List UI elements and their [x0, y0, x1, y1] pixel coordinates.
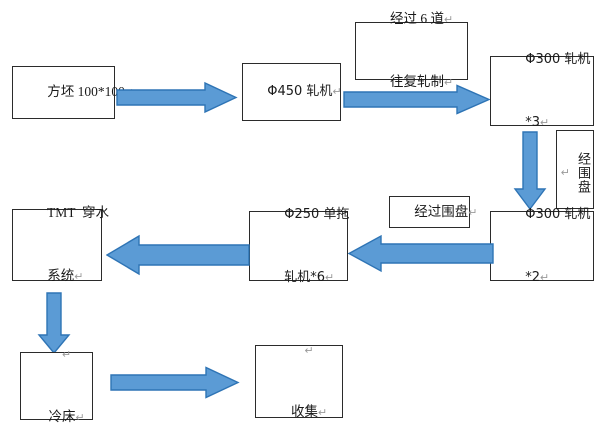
loop-note-box[interactable]: 经过围盘↵: [389, 196, 477, 228]
arrow-mill300x2-to-mill250: [348, 233, 494, 274]
loop-vertical-note-box[interactable]: 经围盘 ↵: [556, 130, 594, 209]
cooling-bed-blank-line: ↵: [25, 323, 88, 386]
mill-300-x3-line-1: Φ300 轧机: [525, 51, 591, 67]
paragraph-mark: ↵: [75, 411, 85, 424]
cooling-bed-box[interactable]: ↵ 冷床↵: [20, 349, 93, 424]
arrow-tmt-to-cooling-bed: [37, 292, 71, 355]
mill-300-x2-line-1: Φ300 轧机: [525, 206, 591, 222]
mill-300-x2-box[interactable]: Φ300 轧机 *2↵: [490, 207, 594, 285]
mill-300-x2-line-2: *2↵: [525, 269, 550, 285]
paragraph-mark: ↵: [540, 116, 550, 129]
loop-note-label: 经过围盘↵: [414, 203, 478, 219]
collect-box[interactable]: ↵ 收集↵: [255, 345, 343, 419]
arrow-mill250-to-tmt: [106, 233, 250, 277]
collect-blank-line: ↵: [260, 319, 338, 382]
collect-label: 收集↵: [291, 404, 328, 420]
paragraph-mark: ↵: [332, 86, 342, 99]
mill-450-box-label: Φ450 轧机↵: [267, 84, 342, 100]
passes-note-line-2: 往复轧制↵: [390, 73, 454, 89]
mill-250-box[interactable]: Φ250 单拖 轧机*6↵: [249, 207, 349, 285]
mill-450-box[interactable]: Φ450 轧机↵: [242, 63, 342, 121]
paragraph-mark: ↵: [318, 407, 328, 420]
paragraph-mark: ↵: [304, 344, 314, 357]
paragraph-mark: ↵: [558, 166, 571, 180]
arrow-mill450-to-mill300x3: [343, 84, 491, 115]
tmt-box[interactable]: TMT 穿水 系统↵: [12, 205, 109, 283]
paragraph-mark: ↵: [468, 206, 478, 219]
mill-300-x3-box[interactable]: Φ300 轧机 *3↵: [490, 52, 594, 130]
loop-vertical-note-label: 经围盘: [576, 152, 591, 194]
mill-300-x3-line-2: *3↵: [525, 114, 550, 130]
passes-note-box[interactable]: 经过 6 道↵ 往复轧制↵: [355, 11, 468, 89]
arrow-cooling-bed-to-collect: [110, 366, 240, 399]
paragraph-mark: ↵: [74, 270, 84, 283]
paragraph-mark: ↵: [444, 14, 454, 27]
passes-note-line-1: 经过 6 道↵: [390, 11, 454, 27]
billet-box-label: 方坯 100*100↵: [27, 61, 134, 124]
cooling-bed-label: 冷床↵: [48, 408, 85, 424]
mill-250-line-2: 轧机*6↵: [284, 269, 335, 285]
billet-box[interactable]: 方坯 100*100↵: [12, 66, 134, 119]
paragraph-mark: ↵: [540, 271, 550, 284]
arrow-mill300x3-to-mill300x2: [513, 131, 547, 211]
tmt-line-2: 系统↵: [47, 267, 84, 283]
tmt-line-1: TMT 穿水: [47, 205, 110, 221]
arrow-billet-to-mill450: [116, 81, 238, 114]
paragraph-mark: ↵: [62, 349, 72, 362]
mill-250-line-1: Φ250 单拖: [284, 206, 350, 222]
paragraph-mark: ↵: [325, 271, 335, 284]
paragraph-mark: ↵: [444, 76, 454, 89]
